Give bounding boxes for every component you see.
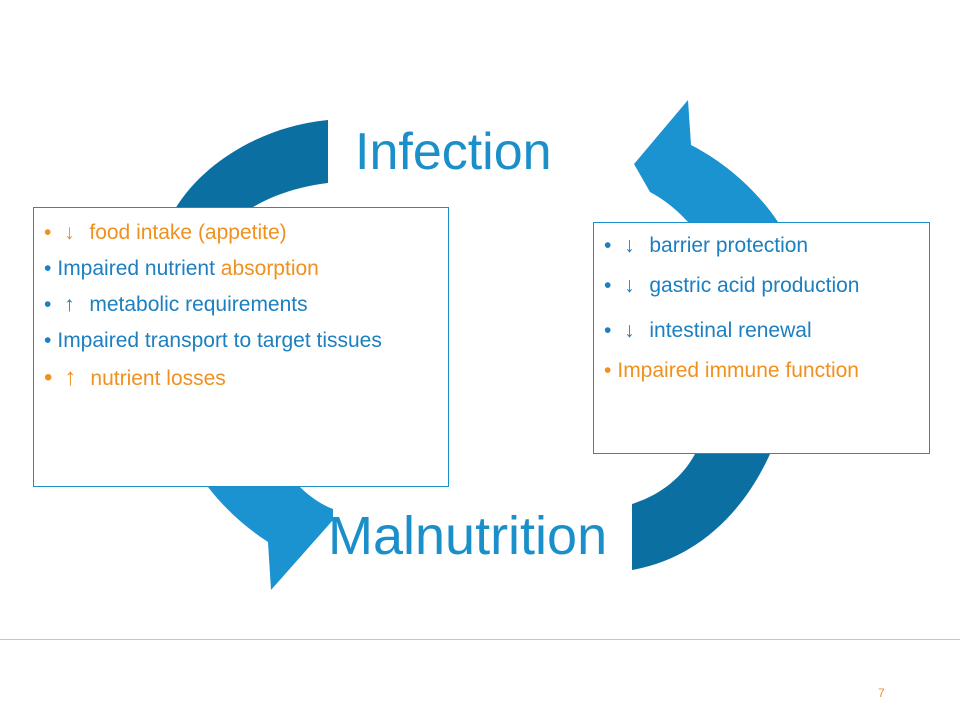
list-item: •↓gastric acid production (604, 274, 860, 297)
top-left-curved-arrow-icon (175, 120, 328, 209)
infection-effects-box: •↓barrier protection •↓gastric acid prod… (593, 222, 930, 454)
arrow-up-icon: ↑ (64, 293, 75, 316)
arrow-up-icon: ↑ (64, 364, 77, 391)
list-item: •↑metabolic requirements (44, 293, 308, 316)
malnutrition-title: Malnutrition (328, 506, 608, 566)
arrow-down-icon: ↓ (624, 319, 635, 342)
bottom-left-curved-arrow-icon (208, 487, 333, 590)
list-item: •Impaired nutrient absorption (44, 257, 319, 280)
footer-divider (0, 639, 960, 640)
list-item: •↓barrier protection (604, 234, 809, 257)
page-number: 7 (878, 686, 885, 700)
malnutrition-effects-box: •↓food intake (appetite) •Impaired nutri… (33, 207, 449, 487)
arrow-down-icon: ↓ (64, 221, 75, 244)
list-item: •↓food intake (appetite) (44, 221, 287, 244)
arrow-down-icon: ↓ (624, 234, 635, 257)
list-item: •Impaired immune function (604, 359, 859, 382)
bottom-right-curved-arrow-icon (632, 454, 770, 570)
list-item: •↓intestinal renewal (604, 319, 812, 342)
infection-title: Infection (355, 123, 552, 181)
top-right-curved-arrow-icon (634, 100, 778, 222)
list-item: •↑nutrient losses (44, 364, 226, 391)
arrow-down-icon: ↓ (624, 274, 635, 297)
list-item: •Impaired transport to target tissues (44, 329, 382, 352)
